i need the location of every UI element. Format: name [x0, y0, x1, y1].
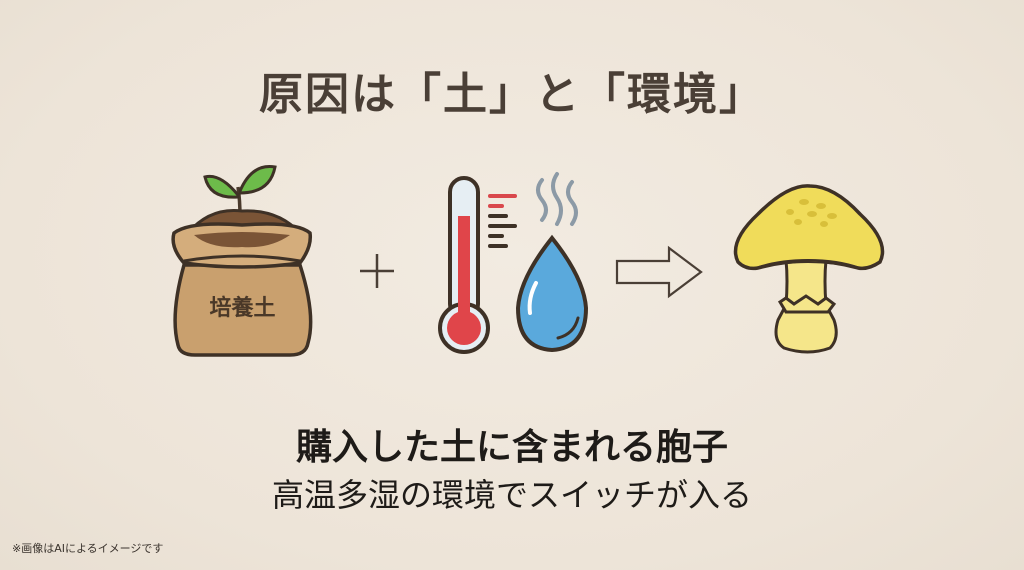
caption-line-2: 高温多湿の環境でスイッチが入る	[271, 476, 752, 514]
caption-line-1: 購入した土に含まれる胞子	[295, 427, 728, 468]
soil-bag-icon: 培養土	[160, 155, 325, 365]
mushroom-icon	[728, 180, 888, 355]
soil-bag-label: 培養土	[209, 296, 276, 321]
arrow-right-icon	[615, 245, 705, 300]
ai-image-footnote: ※画像はAIによるイメージです	[12, 542, 164, 555]
page-title: 原因は「土」と「環境」	[259, 69, 765, 120]
thermometer-water-icon	[432, 168, 597, 363]
plus-icon	[358, 252, 396, 290]
